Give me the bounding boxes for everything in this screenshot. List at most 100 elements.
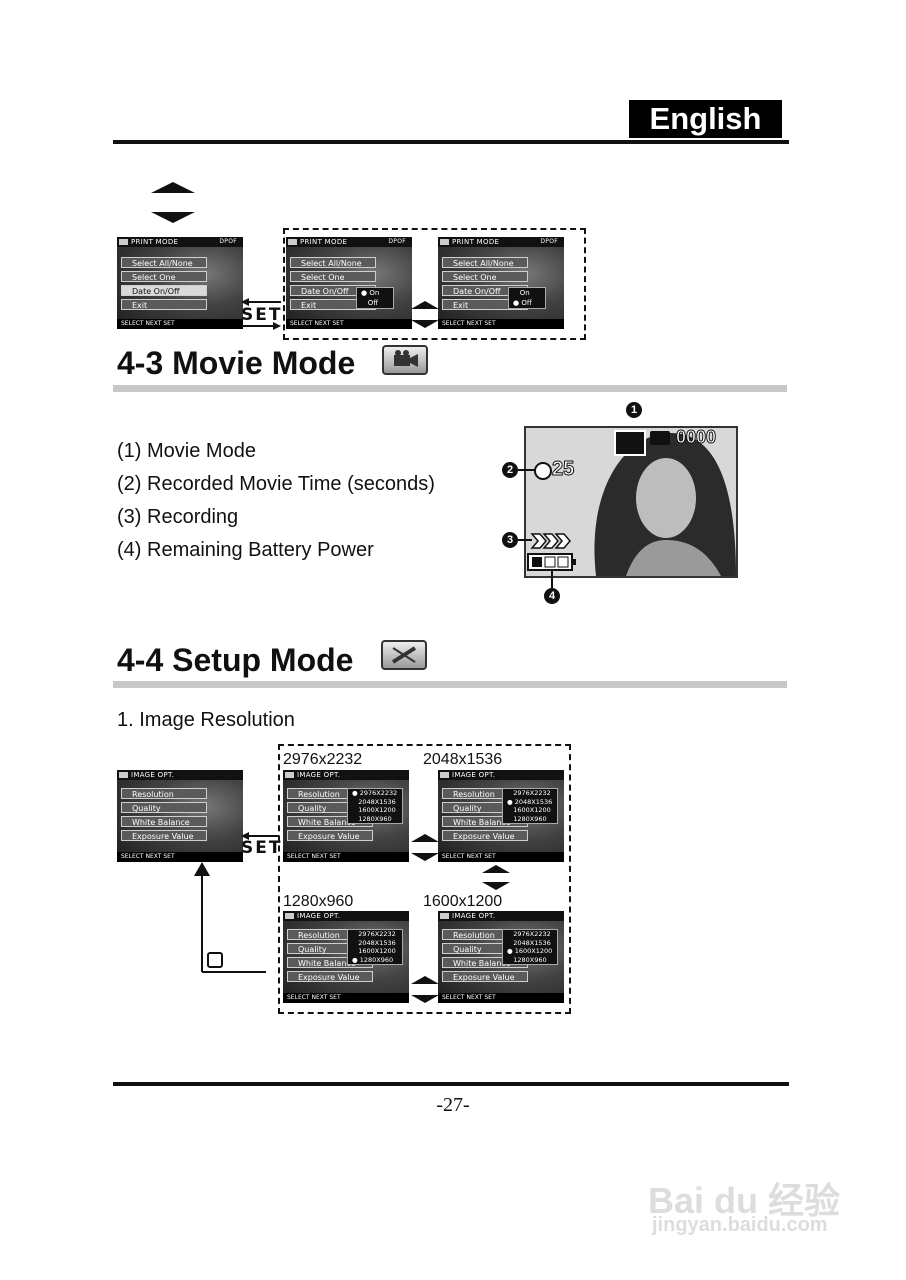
screen-title: IMAGE OPT. (452, 912, 496, 920)
set-label: SET (241, 838, 283, 858)
down-arrow-icon (482, 882, 510, 890)
callout-2: 2 (502, 462, 518, 478)
res-option: 1280X960 (359, 955, 394, 964)
option-off: Off (521, 299, 532, 307)
arrow-left-icon (241, 298, 281, 306)
menu-button-icon (207, 952, 223, 968)
menu-item: Select All/None (121, 257, 207, 268)
screen-title-right: DPOF (540, 238, 558, 245)
options-icon (440, 913, 449, 919)
resolution-popup: 2976X2232 ● 2048X1536 1600X1200 1280X960 (502, 788, 558, 824)
menu-item: Select One (442, 271, 528, 282)
res-option: 1280X960 (513, 955, 547, 964)
res-option: 1600X1200 (513, 806, 551, 814)
screen-bottom-bar: SELECT NEXT SET (438, 852, 564, 862)
screen-bottom-bar: SELECT NEXT SET (438, 319, 564, 329)
resolution-label: 1280x960 (283, 893, 354, 910)
menu-item: Select All/None (290, 257, 376, 268)
resolution-options-frame (278, 744, 571, 1014)
print-icon (119, 239, 128, 245)
screen-title: PRINT MODE (452, 238, 500, 246)
up-arrow-icon (411, 976, 439, 984)
movie-section-rule (113, 385, 787, 392)
movie-list-item: (2) Recorded Movie Time (seconds) (117, 473, 435, 495)
up-arrow-icon (411, 834, 439, 842)
menu-item: White Balance (121, 816, 207, 827)
screen-title-right: DPOF (219, 238, 237, 245)
up-arrow-icon (411, 301, 439, 309)
print-icon (440, 239, 449, 245)
return-arrow (194, 862, 266, 973)
menu-item: Exposure Value (121, 830, 207, 841)
screen-title-right: DPOF (388, 238, 406, 245)
resolution-screen-2048: IMAGE OPT. Resolution Quality White Bala… (438, 770, 564, 862)
menu-item: Date On/Off (121, 285, 207, 296)
res-option: 2048X1536 (513, 938, 551, 947)
option-on: On (369, 289, 380, 297)
date-popup: On ● Off (508, 287, 546, 309)
down-arrow-icon (411, 853, 439, 861)
down-arrow-icon (151, 212, 195, 223)
resolution-screen-1600: IMAGE OPT. Resolution Quality White Bala… (438, 911, 564, 1003)
recorded-time: 25 (551, 458, 575, 481)
menu-item: Select One (121, 271, 207, 282)
date-popup: ● On Off (356, 287, 394, 309)
screen-title: PRINT MODE (300, 238, 348, 246)
resolution-popup: ● 2976X2232 2048X1536 1600X1200 1280X960 (347, 788, 403, 824)
menu-item: Quality (121, 802, 207, 813)
screen-title: IMAGE OPT. (297, 771, 341, 779)
watermark-url: jingyan.baidu.com (652, 1214, 828, 1236)
arrow-right-icon (241, 322, 281, 330)
callout-lines (518, 469, 553, 588)
footer-rule (113, 1082, 789, 1086)
menu-item: Exposure Value (287, 971, 373, 982)
set-label: SET (241, 305, 283, 325)
language-badge: English (629, 100, 782, 138)
res-option: 1600X1200 (358, 806, 396, 814)
movie-list-item: (1) Movie Mode (117, 440, 256, 462)
screen-bottom-bar: SELECT NEXT SET (117, 319, 243, 329)
shot-counter: 0000 (675, 427, 717, 448)
screen-title: IMAGE OPT. (131, 771, 175, 779)
up-arrow-icon (151, 182, 195, 193)
up-arrow-icon (482, 865, 510, 873)
options-frame (283, 228, 586, 340)
screen-bottom-bar: SELECT NEXT SET (283, 993, 409, 1003)
res-option: 2048X1536 (358, 797, 396, 806)
options-icon (119, 772, 128, 778)
battery-icon (527, 553, 576, 571)
resolution-popup: 2976X2232 2048X1536 1600X1200 ● 1280X960 (347, 929, 403, 965)
res-option: 2976X2232 (359, 789, 398, 797)
option-off: Off (367, 299, 379, 307)
callout-3: 3 (502, 532, 518, 548)
options-icon (285, 913, 294, 919)
down-arrow-icon (411, 995, 439, 1003)
image-options-screen-main: IMAGE OPT. Resolution Quality White Bala… (117, 770, 243, 862)
memory-card-icon (650, 431, 670, 445)
menu-item: Exposure Value (442, 971, 528, 982)
menu-item: Exposure Value (442, 830, 528, 841)
resolution-label: 2976x2232 (283, 751, 363, 768)
screen-title: PRINT MODE (131, 238, 179, 246)
setup-tools-icon (381, 640, 427, 670)
setup-mode-title: 4-4 Setup Mode (117, 642, 354, 678)
movie-screen (524, 426, 738, 578)
screen-bottom-bar: SELECT NEXT SET (438, 993, 564, 1003)
callout-1: 1 (626, 402, 642, 418)
options-icon (440, 772, 449, 778)
res-option: 2048X1536 (514, 797, 553, 806)
movie-mode-icon (614, 430, 646, 456)
callout-4: 4 (544, 588, 560, 604)
option-on: On (519, 289, 530, 297)
res-option: 1280X960 (513, 814, 547, 823)
watermark-brand: Bai du 经验 (648, 1180, 841, 1221)
recording-icon (530, 533, 571, 549)
screen-title: IMAGE OPT. (297, 912, 341, 920)
movie-list-item: (3) Recording (117, 506, 239, 528)
options-icon (285, 772, 294, 778)
movie-mode-title: 4-3 Movie Mode (117, 345, 356, 381)
res-option: 2976X2232 (358, 930, 396, 938)
menu-item: Exit (121, 299, 207, 310)
